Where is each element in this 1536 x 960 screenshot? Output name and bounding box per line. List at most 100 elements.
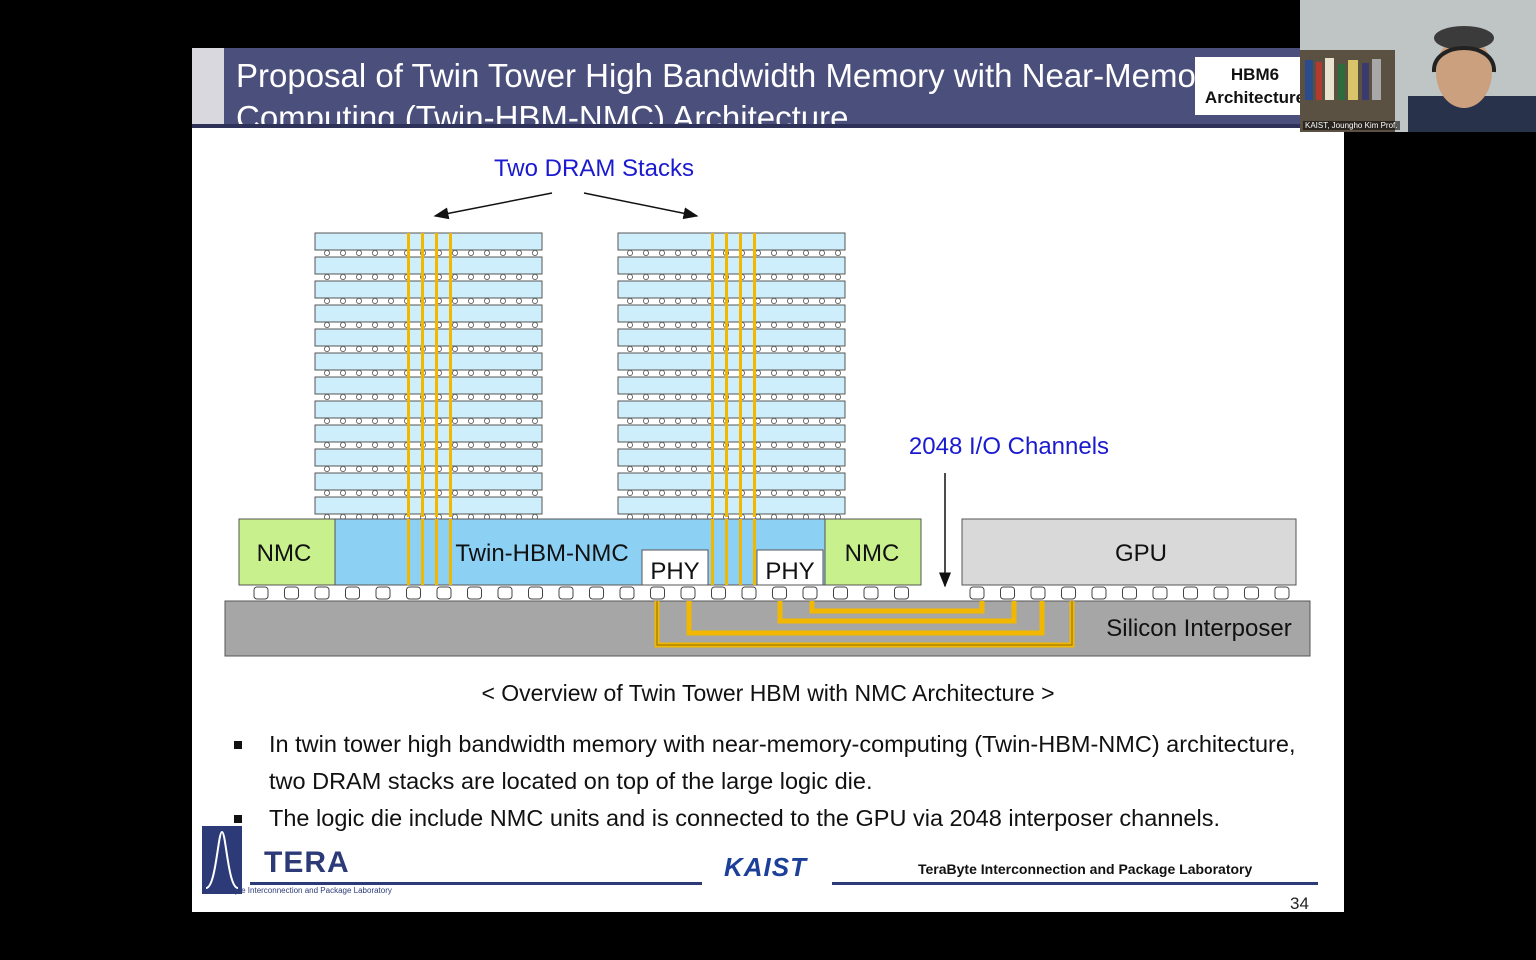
dram-bump xyxy=(690,393,697,400)
dram-bump xyxy=(371,465,378,472)
dram-bump xyxy=(835,273,842,280)
dram-bump xyxy=(323,321,330,328)
microbump xyxy=(1061,586,1076,600)
dram-bump xyxy=(339,345,346,352)
microbump xyxy=(619,586,635,600)
dram-bump xyxy=(531,369,538,376)
bullet-icon xyxy=(234,815,242,823)
dram-bump xyxy=(755,297,762,304)
dram-bump xyxy=(755,441,762,448)
gpu-label: GPU xyxy=(1115,540,1167,567)
phy-left xyxy=(641,549,709,586)
dram-bump xyxy=(658,465,665,472)
tsv xyxy=(449,233,452,517)
bullet-icon xyxy=(234,741,242,749)
dram-bump xyxy=(658,441,665,448)
dram-bump xyxy=(339,369,346,376)
tsv xyxy=(407,233,410,517)
microbump xyxy=(375,586,391,600)
microbump xyxy=(497,586,513,600)
dram-bump xyxy=(467,297,474,304)
stack-arrow-right xyxy=(583,192,699,220)
dram-bump xyxy=(387,321,394,328)
dram-bump xyxy=(642,369,649,376)
architecture-diagram: Two DRAM Stacks 2048 I/O Channels NMC NM… xyxy=(224,155,1311,657)
dram-bump xyxy=(339,321,346,328)
dram-bump xyxy=(803,393,810,400)
dram-bump xyxy=(626,465,633,472)
dram-bump xyxy=(371,345,378,352)
webcam-feed xyxy=(1300,0,1536,132)
dram-bump xyxy=(355,345,362,352)
bullet-list: In twin tower high bandwidth memory with… xyxy=(232,726,1332,837)
dram-layer xyxy=(617,352,846,371)
dram-bump xyxy=(323,297,330,304)
dram-bump xyxy=(642,297,649,304)
microbump xyxy=(467,586,482,600)
dram-bump xyxy=(451,321,458,328)
dram-bump xyxy=(674,273,681,280)
dram-bump xyxy=(626,345,633,352)
dram-bump xyxy=(787,345,794,352)
dram-bump xyxy=(371,441,378,448)
dram-bump xyxy=(658,369,665,376)
dram-bump xyxy=(835,393,842,400)
interposer-channels xyxy=(654,601,1075,648)
dram-bump xyxy=(690,249,697,256)
dram-layer xyxy=(617,328,846,347)
tsv-die-line xyxy=(739,519,742,585)
microbump xyxy=(1152,586,1168,600)
dram-bump xyxy=(515,273,522,280)
dram-bump xyxy=(674,393,681,400)
dram-bump xyxy=(787,249,794,256)
dram-bump xyxy=(451,417,458,424)
dram-bump xyxy=(531,465,538,472)
dram-bump xyxy=(626,321,633,328)
webcam-video[interactable]: KAIST, Joungho Kim Prof. xyxy=(1300,0,1536,132)
dram-bump xyxy=(355,249,362,256)
dram-bump xyxy=(658,297,665,304)
dram-bump xyxy=(499,297,506,304)
tera-logo-icon xyxy=(202,826,242,894)
dram-bump xyxy=(787,297,794,304)
dram-bump xyxy=(467,417,474,424)
dram-bump xyxy=(339,465,346,472)
dram-bump xyxy=(626,489,633,496)
microbump xyxy=(314,586,330,600)
bullet-item: The logic die include NMC units and is c… xyxy=(232,800,1332,837)
dram-bump xyxy=(755,393,762,400)
logic-die-label: Twin-HBM-NMC xyxy=(455,540,628,567)
dram-bump xyxy=(355,441,362,448)
microbump xyxy=(406,586,421,600)
tsv xyxy=(421,233,424,517)
dram-bump xyxy=(371,297,378,304)
dram-bump xyxy=(642,273,649,280)
dram-bump xyxy=(467,441,474,448)
dram-bump xyxy=(642,465,649,472)
dram-bump xyxy=(467,393,474,400)
dram-bump xyxy=(690,297,697,304)
dram-layer xyxy=(617,448,846,467)
dram-bump xyxy=(626,297,633,304)
dram-bump xyxy=(483,273,490,280)
dram-bump xyxy=(515,489,522,496)
dram-bump xyxy=(626,393,633,400)
dram-bump xyxy=(658,273,665,280)
dram-bump xyxy=(642,417,649,424)
dram-bump xyxy=(674,417,681,424)
dram-bump xyxy=(387,369,394,376)
dram-bump xyxy=(819,321,826,328)
dram-bump xyxy=(658,393,665,400)
microbump xyxy=(589,586,604,600)
tsv-die-line xyxy=(711,519,714,585)
stacks-label: Two DRAM Stacks xyxy=(494,155,694,182)
dram-bump xyxy=(355,369,362,376)
dram-bump xyxy=(531,345,538,352)
dram-bump xyxy=(819,465,826,472)
dram-bump xyxy=(803,441,810,448)
dram-bump xyxy=(467,321,474,328)
logic-die xyxy=(334,518,826,586)
dram-bump xyxy=(755,345,762,352)
stack-arrow-left xyxy=(433,192,553,220)
dram-bump xyxy=(387,417,394,424)
